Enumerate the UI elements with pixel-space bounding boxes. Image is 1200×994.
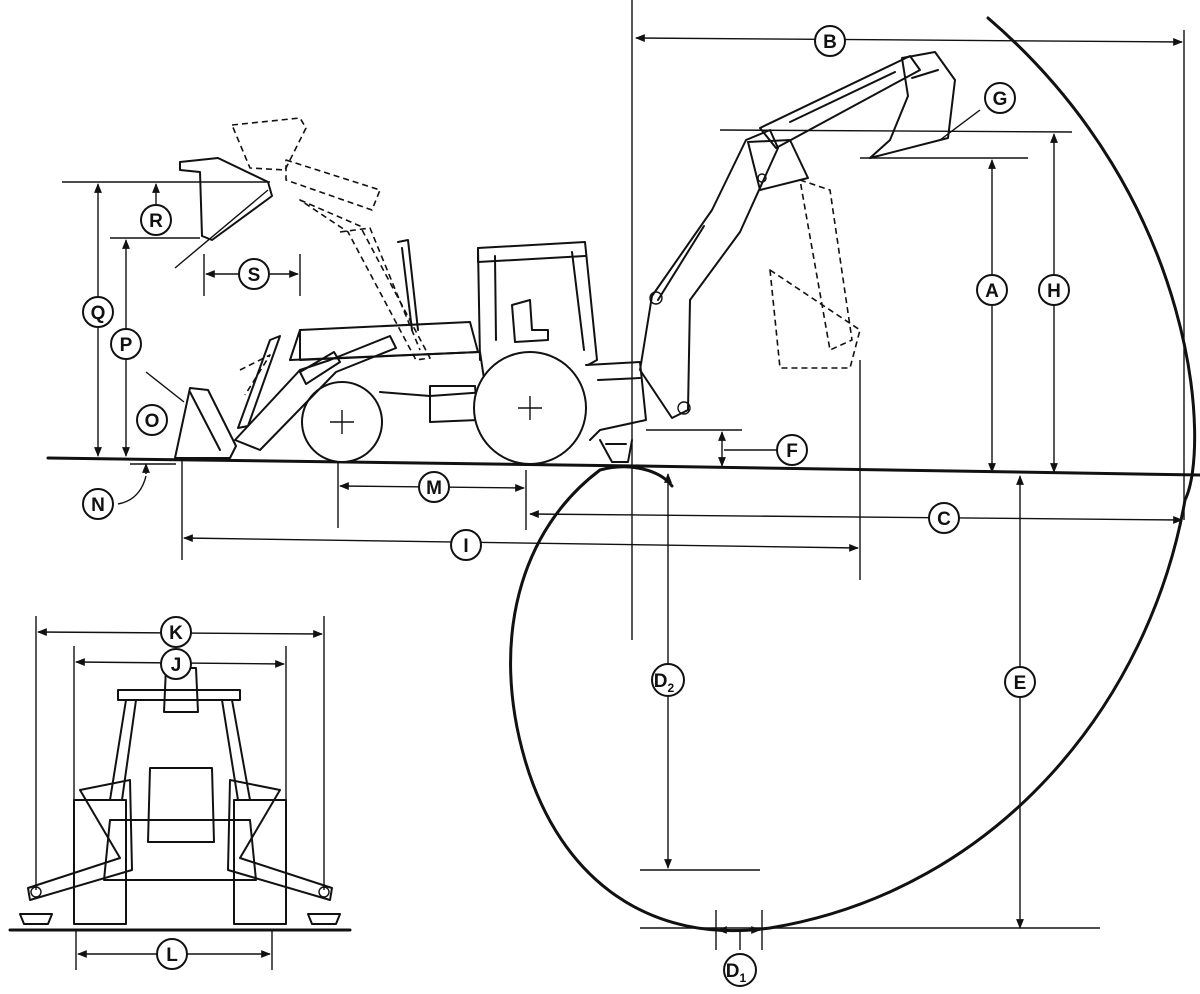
label-N: N	[82, 488, 114, 520]
label-H: H	[1038, 274, 1070, 306]
svg-text:K: K	[169, 623, 183, 644]
label-J: J	[160, 648, 192, 680]
svg-text:H: H	[1047, 281, 1061, 302]
rear-view-inset	[8, 616, 352, 970]
tractor-side-view	[289, 239, 647, 465]
label-R: R	[140, 204, 172, 236]
svg-text:F: F	[786, 441, 798, 462]
label-S: S	[238, 258, 270, 290]
svg-text:E: E	[1014, 673, 1027, 694]
svg-text:Q: Q	[91, 303, 106, 324]
svg-text:N: N	[91, 495, 105, 516]
label-C: C	[928, 502, 960, 534]
backhoe-arm	[639, 51, 956, 419]
svg-text:P: P	[120, 335, 133, 356]
svg-text:D2: D2	[654, 671, 675, 695]
label-B: B	[814, 25, 846, 57]
label-D1: D1	[723, 953, 757, 987]
label-E: E	[1004, 666, 1036, 698]
front-loader-raised-dashed	[231, 117, 431, 396]
svg-text:R: R	[149, 211, 163, 232]
label-P: P	[110, 328, 142, 360]
label-O: O	[136, 404, 168, 436]
svg-text:B: B	[823, 32, 837, 53]
label-F: F	[776, 434, 808, 466]
svg-text:J: J	[171, 655, 182, 676]
front-loader-lowered	[174, 335, 397, 459]
label-K: K	[160, 616, 192, 648]
svg-text:C: C	[937, 509, 951, 530]
label-L: L	[156, 938, 188, 970]
svg-text:S: S	[248, 265, 261, 286]
svg-text:O: O	[145, 411, 160, 432]
label-D2: D2	[651, 663, 685, 697]
label-I: I	[450, 529, 482, 561]
svg-text:G: G	[993, 89, 1008, 110]
label-G: G	[984, 82, 1016, 114]
svg-text:A: A	[985, 281, 999, 302]
svg-text:D1: D1	[726, 961, 747, 985]
svg-text:M: M	[426, 478, 442, 499]
svg-text:L: L	[166, 945, 178, 966]
label-Q: Q	[82, 296, 114, 328]
front-loader-dump-position	[174, 157, 273, 269]
label-A: A	[976, 274, 1008, 306]
svg-text:I: I	[463, 536, 468, 557]
label-M: M	[418, 471, 450, 503]
